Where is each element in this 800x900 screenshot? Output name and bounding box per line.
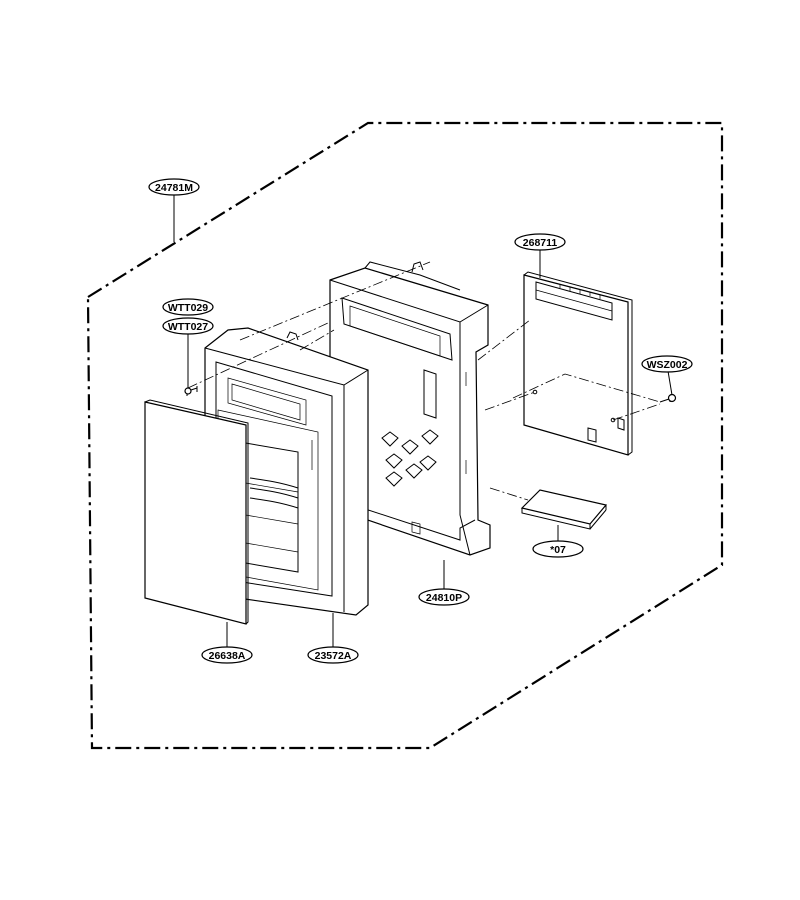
label-268711: 268711 bbox=[514, 233, 566, 251]
cushion-07 bbox=[520, 489, 608, 530]
assembly-boundary bbox=[86, 121, 724, 750]
svg-text:23572A: 23572A bbox=[315, 650, 352, 662]
svg-text:24781M: 24781M bbox=[155, 182, 193, 194]
label-07: *07 bbox=[532, 540, 584, 558]
svg-text:24810P: 24810P bbox=[426, 592, 462, 604]
svg-text:WTT029: WTT029 bbox=[168, 302, 208, 314]
svg-text:268711: 268711 bbox=[523, 237, 558, 249]
svg-text:*07: *07 bbox=[550, 544, 566, 556]
bracket-24810p bbox=[329, 261, 491, 556]
label-wtt027: WTT027 bbox=[162, 317, 214, 335]
svg-text:WSZ002: WSZ002 bbox=[647, 359, 688, 371]
screw-wtt029 bbox=[184, 386, 198, 396]
label-wsz002: WSZ002 bbox=[641, 355, 693, 373]
leader-lines bbox=[173, 194, 673, 648]
svg-text:WTT027: WTT027 bbox=[168, 321, 208, 333]
pcb-268711 bbox=[523, 271, 633, 456]
label-24810p: 24810P bbox=[418, 588, 470, 606]
label-23572a: 23572A bbox=[307, 646, 359, 664]
svg-text:26638A: 26638A bbox=[209, 650, 246, 662]
label-24781m: 24781M bbox=[148, 178, 200, 196]
label-26638a: 26638A bbox=[201, 646, 253, 664]
alignment-lines bbox=[187, 261, 661, 501]
label-wtt029: WTT029 bbox=[162, 298, 214, 316]
film-26638a bbox=[144, 399, 249, 625]
screw-wsz002 bbox=[659, 393, 677, 403]
